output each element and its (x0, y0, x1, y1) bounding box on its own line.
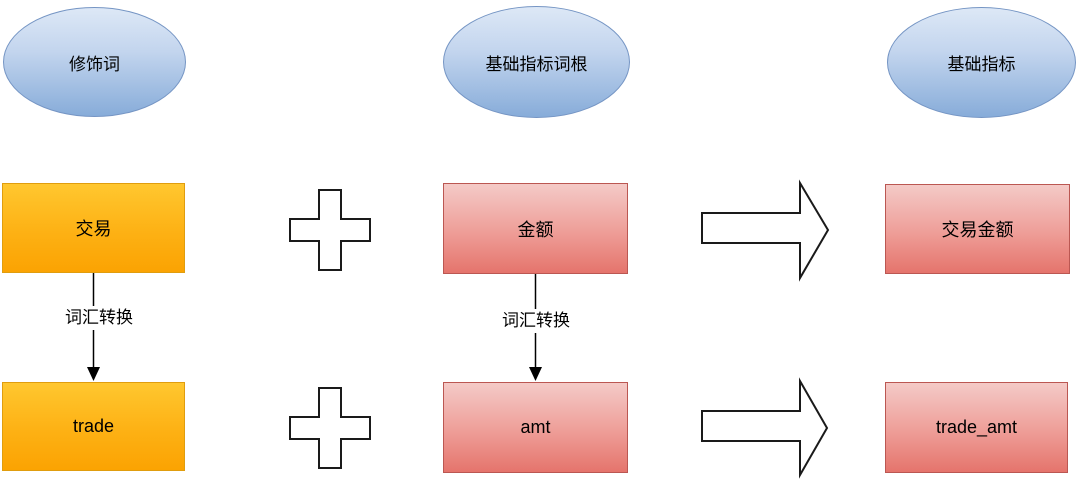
box-label: trade_amt (935, 417, 1018, 437)
ellipse-label: 基础指标 (947, 55, 1016, 74)
box-label: 交易金额 (941, 220, 1014, 240)
plus-icon (289, 387, 371, 469)
box-label: 交易 (75, 219, 112, 239)
box-modifier-en: trade (2, 382, 185, 471)
ellipse-base-indicator-root-category: 基础指标词根 (443, 6, 630, 118)
arrowhead-down-icon (529, 367, 542, 381)
box-result-en: trade_amt (885, 382, 1068, 473)
box-label: trade (72, 416, 115, 436)
right-block-arrow-icon (701, 179, 830, 282)
box-label: 金额 (517, 219, 554, 240)
box-modifier-cn: 交易 (2, 183, 185, 273)
ellipse-label: 基础指标词根 (485, 54, 588, 74)
arrowhead-down-icon (87, 367, 100, 381)
ellipse-modifier-category: 修饰词 (3, 7, 186, 117)
ellipse-base-indicator-category: 基础指标 (887, 7, 1076, 118)
box-root-en: amt (443, 382, 628, 473)
plus-icon (289, 189, 371, 271)
connector-label-center: 词汇转换 (497, 309, 575, 333)
right-block-arrow-icon (701, 377, 829, 479)
box-label: amt (520, 417, 551, 437)
ellipse-label: 修饰词 (69, 54, 120, 74)
connector-label-left: 词汇转换 (60, 306, 138, 330)
box-root-cn: 金额 (443, 183, 628, 274)
box-result-cn: 交易金额 (885, 184, 1070, 274)
